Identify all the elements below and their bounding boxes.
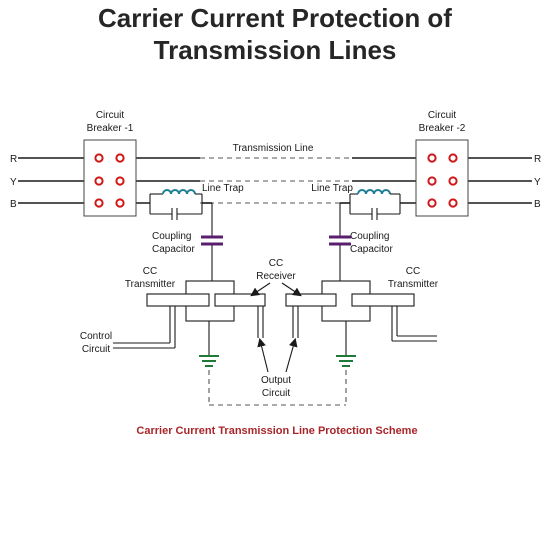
title-line-1: Carrier Current Protection of	[98, 3, 452, 33]
transmission-line-dashed	[200, 157, 352, 204]
phase-label-b-right: B	[534, 199, 541, 210]
cc-transmitter-left-line1: CC	[143, 266, 157, 277]
coupling-label-left-line2: Capacitor	[152, 244, 195, 255]
title-line-2: Transmission Lines	[153, 35, 397, 65]
cc-equipment-right	[285, 280, 437, 355]
line-trap-right	[340, 189, 401, 220]
cb1-contact-b-in	[94, 198, 104, 208]
phase-label-b-left: B	[10, 199, 17, 210]
cb1-contact-b-out	[115, 198, 125, 208]
cc-transmitter-left-line2: Transmitter	[125, 279, 176, 290]
cc-equipment-left	[113, 280, 266, 355]
circuit-breaker-2	[415, 139, 469, 217]
output-circuit-line2: Circuit	[262, 388, 291, 399]
pilot-link-dashed	[208, 370, 347, 406]
coupling-label-right-line2: Capacitor	[350, 244, 393, 255]
phase-label-y-left: Y	[10, 177, 17, 188]
control-circuit-line1: Control	[80, 331, 112, 342]
cc-transmitter-right-block	[351, 293, 415, 307]
cc-receiver-left-block	[214, 293, 266, 307]
cb1-label-line1: Circuit	[96, 110, 125, 121]
cb1-contact-y-in	[94, 176, 104, 186]
arrows	[250, 282, 302, 373]
line-trap-label-left: Line Trap	[202, 183, 244, 194]
cc-transmitter-right-line2: Transmitter	[388, 279, 439, 290]
cb1-contact-r-in	[94, 153, 104, 163]
coupling-label-right-line1: Coupling	[350, 231, 389, 242]
cc-receiver-right-block	[285, 293, 337, 307]
phase-label-r-left: R	[10, 154, 17, 165]
cb2-label-line1: Circuit	[428, 110, 457, 121]
earth-symbol-right	[336, 355, 356, 367]
cb2-label-line2: Breaker -2	[419, 123, 466, 134]
phase-label-r-right: R	[534, 154, 541, 165]
cb2-contact-b-in	[427, 198, 437, 208]
cb2-contact-y-out	[448, 176, 458, 186]
cb2-contact-b-out	[448, 198, 458, 208]
output-circuit-line1: Output	[261, 375, 291, 386]
cb1-label-line2: Breaker -1	[87, 123, 134, 134]
circuit-breaker-1	[83, 139, 137, 217]
transmission-line-label: Transmission Line	[233, 143, 314, 154]
cc-transmitter-left-block	[146, 293, 210, 307]
labels: R Y B R Y B Circuit Breaker -1 Circuit B…	[10, 110, 541, 437]
control-circuit-line2: Circuit	[82, 344, 111, 355]
cb2-contact-r-in	[427, 153, 437, 163]
cb2-contact-r-out	[448, 153, 458, 163]
line-trap-left	[149, 189, 212, 220]
line-trap-label-right: Line Trap	[311, 183, 353, 194]
phase-label-y-right: Y	[534, 177, 541, 188]
cb1-contact-r-out	[115, 153, 125, 163]
cc-transmitter-right-line1: CC	[406, 266, 420, 277]
coupling-capacitor-right	[329, 203, 351, 281]
earth-symbol-left	[199, 355, 219, 367]
cb1-contact-y-out	[115, 176, 125, 186]
cb2-contact-y-in	[427, 176, 437, 186]
diagram-caption: Carrier Current Transmission Line Protec…	[136, 425, 417, 437]
coupling-capacitor-left	[201, 203, 223, 281]
coupling-label-left-line1: Coupling	[152, 231, 191, 242]
cc-receiver-line1: CC	[269, 258, 283, 269]
cc-receiver-line2: Receiver	[256, 271, 296, 282]
